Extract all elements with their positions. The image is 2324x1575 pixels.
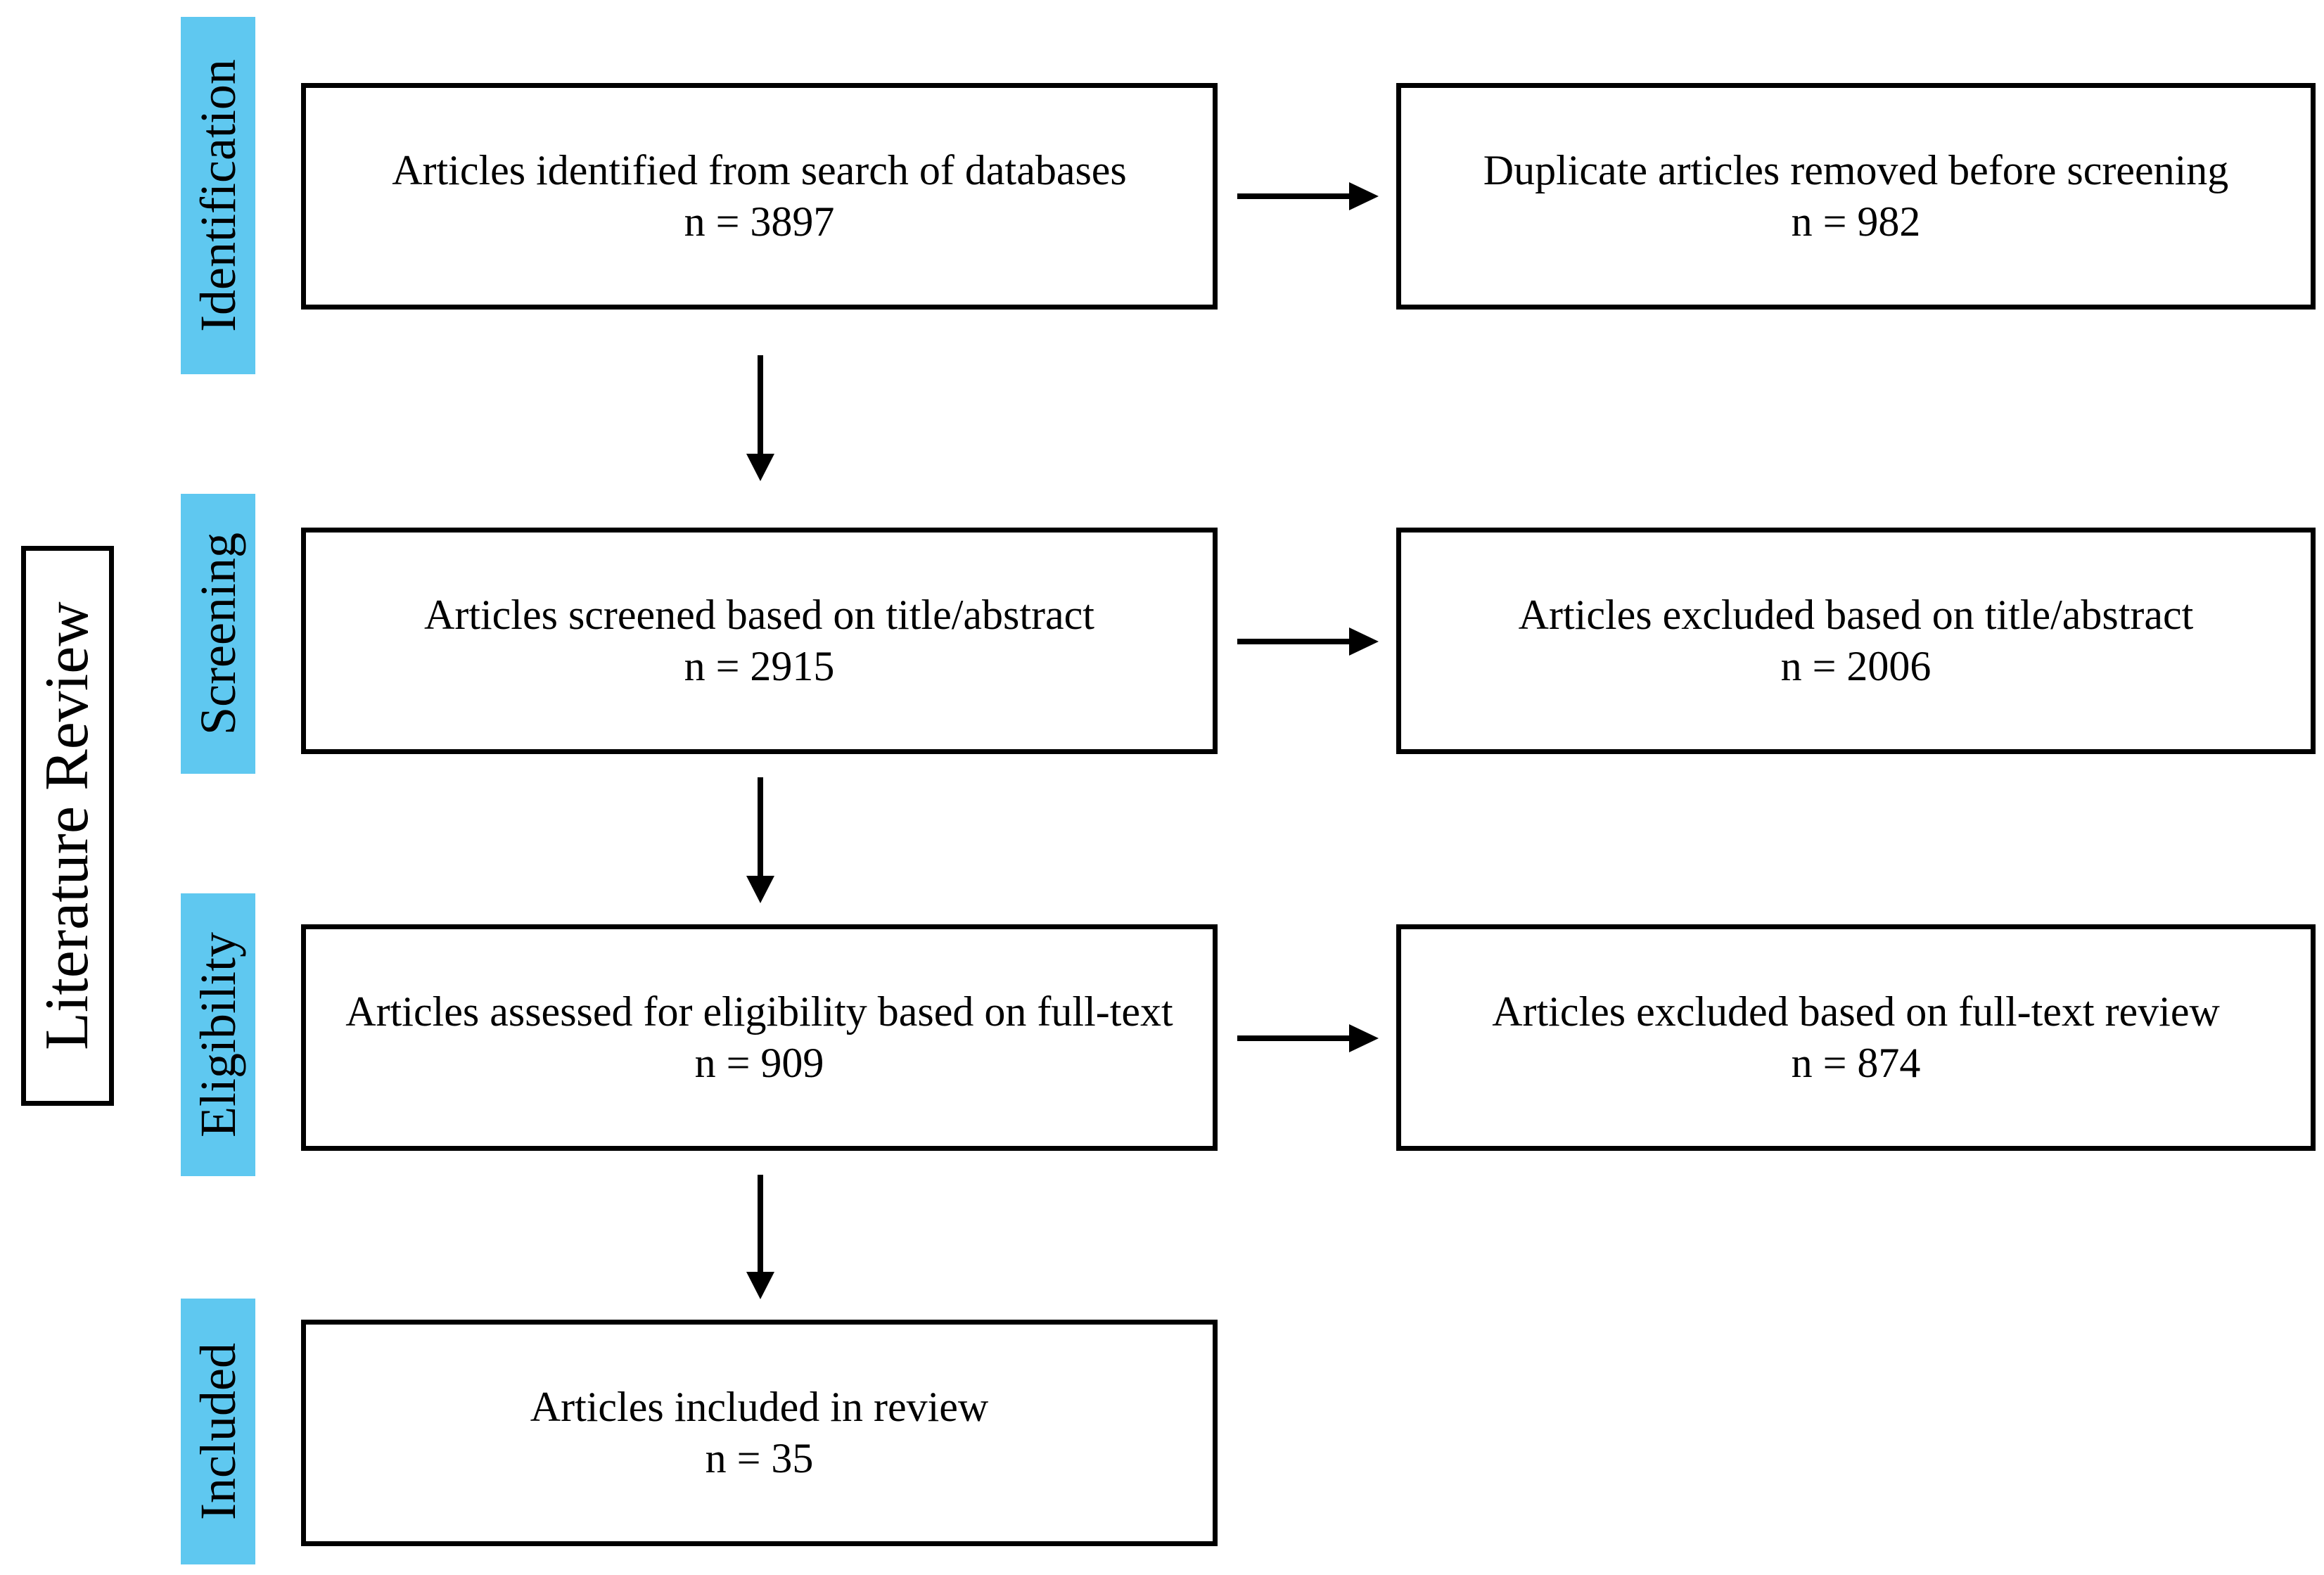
arrow-identified-to-duplicates	[1237, 182, 1379, 210]
stage-bar-screening	[181, 494, 255, 774]
arrow-screened-to-excluded-title	[1237, 627, 1379, 656]
box-duplicates: Duplicate articles removed before screen…	[1396, 83, 2316, 310]
arrow-assessed-to-included	[746, 1175, 774, 1299]
box-included-count: n = 35	[705, 1435, 814, 1481]
box-included: Articles included in review n = 35	[301, 1320, 1218, 1546]
box-excluded-full: Articles excluded based on full-text rev…	[1396, 924, 2316, 1151]
box-excluded-title-text: Articles excluded based on title/abstrac…	[1518, 591, 2194, 638]
box-excluded-title-count: n = 2006	[1780, 643, 1932, 689]
box-identified: Articles identified from search of datab…	[301, 83, 1218, 310]
box-included-text: Articles included in review	[530, 1383, 989, 1430]
box-assessed: Articles assessed for eligibility based …	[301, 924, 1218, 1151]
box-duplicates-count: n = 982	[1791, 198, 1921, 245]
arrow-identified-to-screened	[746, 355, 774, 481]
stage-bar-included	[181, 1299, 255, 1564]
box-identified-text: Articles identified from search of datab…	[392, 146, 1127, 193]
box-assessed-count: n = 909	[694, 1040, 824, 1086]
literature-review-frame	[21, 546, 114, 1106]
box-identified-count: n = 3897	[684, 198, 835, 245]
box-excluded-full-count: n = 874	[1791, 1040, 1921, 1086]
stage-bar-eligibility	[181, 893, 255, 1176]
box-screened-count: n = 2915	[684, 643, 835, 689]
box-assessed-text: Articles assessed for eligibility based …	[345, 988, 1173, 1035]
stage-bar-identification	[181, 17, 255, 374]
arrow-assessed-to-excluded-full	[1237, 1024, 1379, 1052]
box-duplicates-text: Duplicate articles removed before screen…	[1483, 146, 2229, 193]
box-excluded-full-text: Articles excluded based on full-text rev…	[1492, 988, 2220, 1035]
box-screened-text: Articles screened based on title/abstrac…	[424, 591, 1094, 638]
arrow-screened-to-assessed	[746, 777, 774, 903]
box-excluded-title: Articles excluded based on title/abstrac…	[1396, 528, 2316, 754]
box-screened: Articles screened based on title/abstrac…	[301, 528, 1218, 754]
